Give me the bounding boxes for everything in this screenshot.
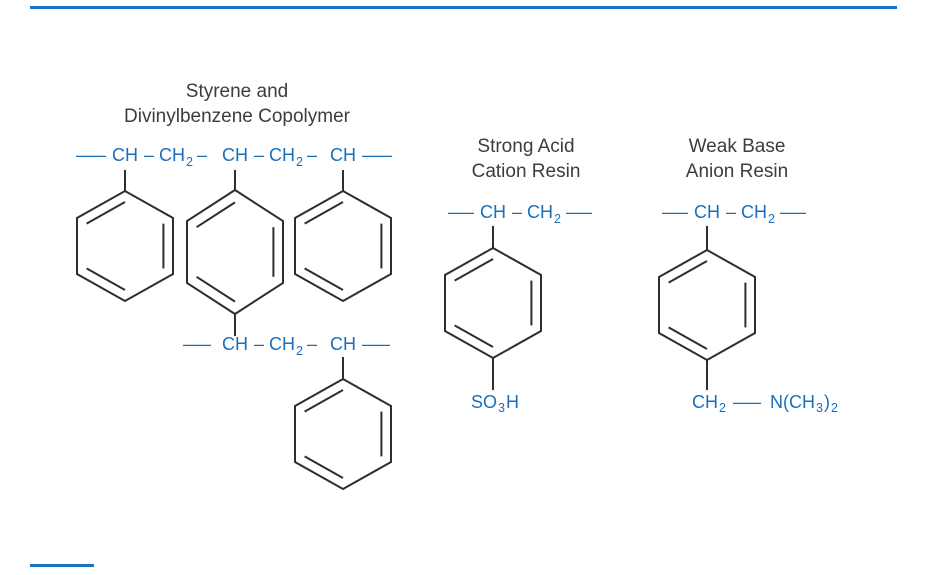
sulfonic-acid-group: SO 3 H — [471, 392, 519, 415]
double-bond — [304, 267, 344, 291]
chain-token-ch: CH — [112, 145, 138, 165]
chain-token-dash: — — [76, 145, 106, 165]
benzene-hexagon — [294, 377, 392, 491]
strong-acid-title-line1: Strong Acid — [477, 136, 574, 157]
weak-base-chain: — CH – CH 2 — — [662, 202, 806, 226]
strong-acid-structure: Strong Acid Cation Resin — CH – CH 2 — S… — [444, 136, 592, 415]
group-token-sub2: 2 — [831, 401, 838, 415]
benzene-ring — [294, 377, 392, 491]
chain-token-ch: CH — [269, 334, 295, 354]
bottom-accent-rule — [30, 564, 94, 567]
copolymer-top-chain: — CH – CH 2 – CH – CH 2 – CH — — [76, 145, 392, 169]
group-token-nch: N(CH — [770, 392, 815, 412]
chain-token-ch: CH — [222, 334, 248, 354]
chain-token-dash: – — [512, 202, 522, 222]
double-bond — [86, 201, 126, 225]
chain-token-sub2: 2 — [296, 155, 303, 169]
double-bond — [196, 201, 236, 229]
chain-token-dash: – — [254, 334, 264, 354]
group-token-h: H — [506, 392, 519, 412]
chain-token-dash: — — [362, 334, 390, 354]
benzene-hexagon — [76, 189, 174, 303]
double-bond — [668, 260, 708, 284]
chain-token-ch: CH — [480, 202, 506, 222]
chain-token-dash: – — [144, 145, 154, 165]
group-token-paren: ) — [824, 392, 830, 412]
double-bond — [454, 324, 494, 348]
amine-group: CH 2 — N(CH 3 ) 2 — [692, 392, 838, 415]
chain-token-dash: – — [307, 145, 317, 165]
chain-token-sub2: 2 — [768, 212, 775, 226]
benzene-ring — [186, 188, 284, 316]
double-bond — [668, 326, 708, 350]
weak-base-structure: Weak Base Anion Resin — CH – CH 2 — CH 2… — [658, 136, 838, 415]
benzene-hexagon — [294, 189, 392, 303]
chain-token-dash: – — [254, 145, 264, 165]
benzene-hexagon — [444, 246, 542, 360]
double-bond — [304, 201, 344, 225]
benzene-hexagon — [658, 248, 756, 362]
weak-base-title-line2: Anion Resin — [686, 161, 788, 182]
benzene-ring — [658, 248, 756, 362]
benzene-hexagon — [186, 188, 284, 316]
chain-token-ch: CH — [330, 145, 356, 165]
benzene-ring — [294, 189, 392, 303]
copolymer-bottom-chain: — CH – CH 2 – CH — — [183, 334, 390, 358]
chain-token-ch: CH — [222, 145, 248, 165]
chain-token-dash: – — [197, 145, 207, 165]
double-bond — [196, 275, 236, 303]
group-token-ch: CH — [692, 392, 718, 412]
chain-token-dash: – — [307, 334, 317, 354]
double-bond — [454, 258, 494, 282]
chain-token-dash: — — [362, 145, 392, 165]
copolymer-structure: Styrene and Divinylbenzene Copolymer — C… — [76, 81, 392, 491]
double-bond — [86, 267, 126, 291]
chain-token-dash: — — [566, 202, 592, 222]
chain-token-sub2: 2 — [186, 155, 193, 169]
group-token-so: SO — [471, 392, 497, 412]
group-token-dash: — — [733, 392, 761, 412]
chain-token-sub2: 2 — [296, 344, 303, 358]
strong-acid-title-line2: Cation Resin — [472, 161, 581, 182]
group-token-sub2: 2 — [719, 401, 726, 415]
chain-token-dash: — — [780, 202, 806, 222]
benzene-ring — [76, 189, 174, 303]
chain-token-ch: CH — [269, 145, 295, 165]
chain-token-ch: CH — [330, 334, 356, 354]
group-token-sub3: 3 — [498, 401, 505, 415]
chain-token-dash: — — [662, 202, 688, 222]
weak-base-title-line1: Weak Base — [689, 136, 786, 157]
chain-token-ch: CH — [527, 202, 553, 222]
copolymer-title-line2: Divinylbenzene Copolymer — [124, 106, 351, 127]
chain-token-dash: — — [183, 334, 211, 354]
chain-token-ch: CH — [741, 202, 767, 222]
group-token-sub3: 3 — [816, 401, 823, 415]
strong-acid-chain: — CH – CH 2 — — [448, 202, 592, 226]
chain-token-dash: – — [726, 202, 736, 222]
double-bond — [304, 455, 344, 479]
chain-token-ch: CH — [694, 202, 720, 222]
chain-token-sub2: 2 — [554, 212, 561, 226]
copolymer-title-line1: Styrene and — [186, 81, 288, 102]
top-accent-rule — [30, 6, 897, 9]
chain-token-dash: — — [448, 202, 474, 222]
benzene-ring — [444, 246, 542, 360]
double-bond — [304, 389, 344, 413]
chain-token-ch: CH — [159, 145, 185, 165]
